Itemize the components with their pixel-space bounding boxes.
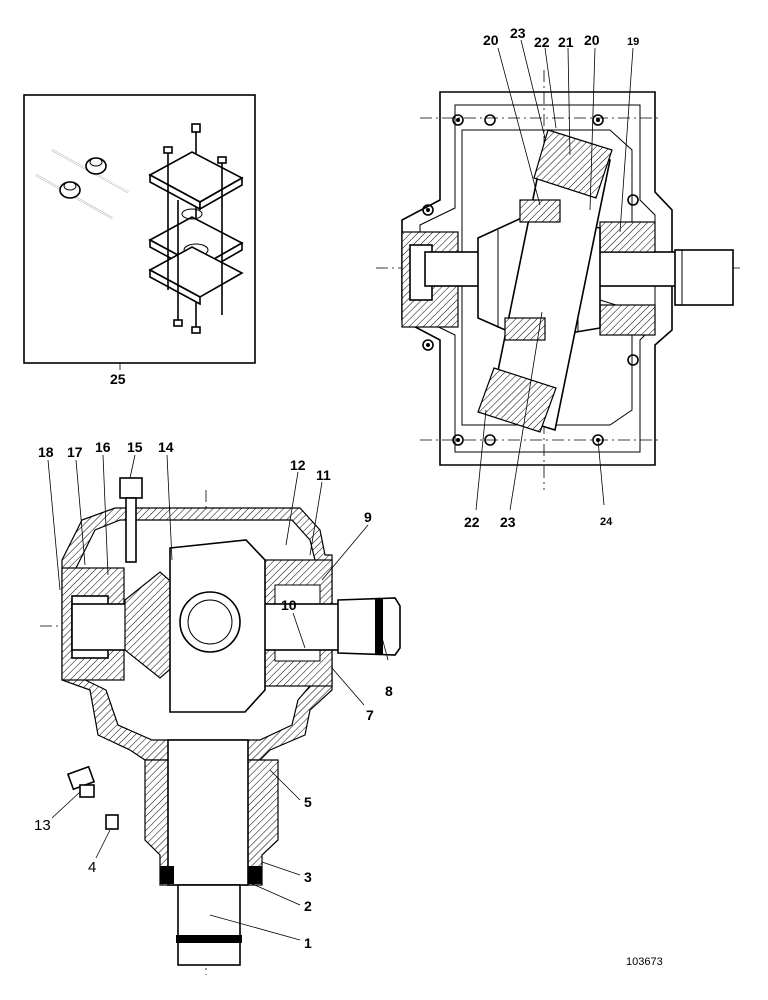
socket-wrench-upper xyxy=(51,149,129,193)
callout-20-right: 20 xyxy=(584,32,600,48)
callout-3: 3 xyxy=(304,869,312,885)
callout-22-top: 22 xyxy=(534,34,550,50)
callout-20-left: 20 xyxy=(483,32,499,48)
socket-wrench-lower xyxy=(35,174,113,219)
callout-9: 9 xyxy=(364,509,372,525)
callout-24: 24 xyxy=(600,516,613,528)
callout-16: 16 xyxy=(95,439,111,455)
callout-25: 25 xyxy=(110,371,126,387)
callout-2: 2 xyxy=(304,898,312,914)
tool-kit-inset: 25 xyxy=(23,94,256,387)
callout-21: 21 xyxy=(558,34,574,50)
callout-8: 8 xyxy=(385,683,393,699)
callout-13: 13 xyxy=(34,817,51,834)
gearbox-section-view: 18 17 16 15 14 12 11 9 10 8 7 5 3 2 1 13… xyxy=(34,439,401,975)
callout-4: 4 xyxy=(88,859,96,876)
callout-5: 5 xyxy=(304,794,312,810)
drawing-reference-number: 103673 xyxy=(626,956,663,968)
callout-19: 19 xyxy=(627,36,639,48)
plug-13 xyxy=(66,765,96,798)
callout-1: 1 xyxy=(304,935,312,951)
callout-23-top: 23 xyxy=(510,25,526,41)
housing-bolt-holes xyxy=(422,114,639,446)
callout-17: 17 xyxy=(67,444,83,460)
gearbox-top-view: 20 23 22 21 20 19 22 23 24 xyxy=(376,25,744,530)
bearing-puller xyxy=(148,123,244,334)
callout-22-bottom: 22 xyxy=(464,514,480,530)
callout-14: 14 xyxy=(158,439,174,455)
callout-12: 12 xyxy=(290,457,306,473)
setscrew-4 xyxy=(105,814,119,830)
callout-23-bottom: 23 xyxy=(500,514,516,530)
callout-11: 11 xyxy=(316,467,331,483)
callout-15: 15 xyxy=(127,439,143,455)
callout-7: 7 xyxy=(366,707,374,723)
callout-10: 10 xyxy=(281,597,297,613)
callout-18: 18 xyxy=(38,444,54,460)
